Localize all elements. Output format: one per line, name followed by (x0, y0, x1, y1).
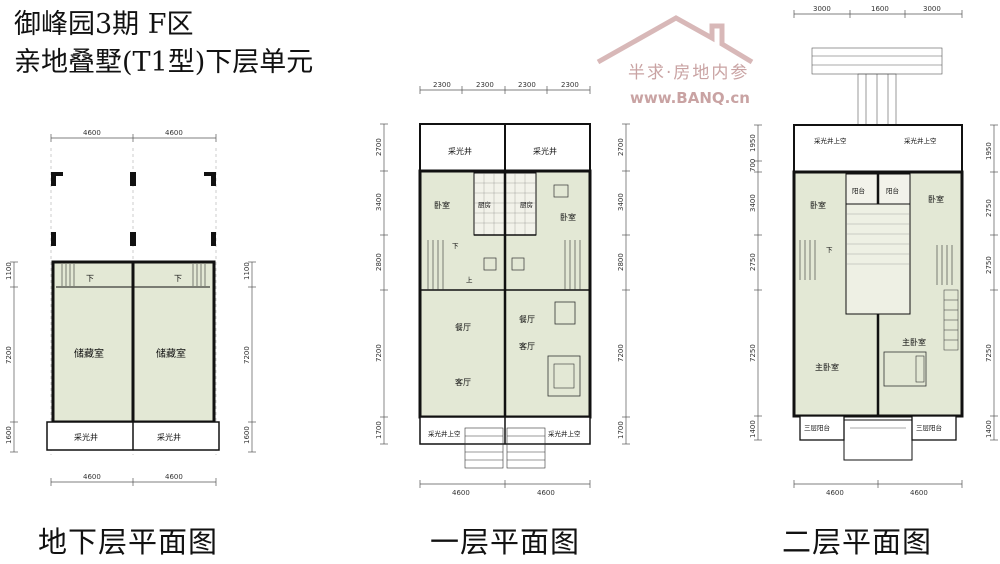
dim-label: 3400 (375, 193, 383, 211)
title-line-2: 亲地叠墅(T1型)下层单元 (14, 47, 314, 78)
dim-label: 2750 (749, 253, 757, 271)
dim-label: 2800 (375, 253, 383, 271)
dim-label: 2700 (375, 138, 383, 156)
room-bay-left: 三层阳台 (804, 423, 830, 432)
dim-label: 4600 (537, 489, 555, 497)
room-light-well-right: 采光井 (157, 432, 181, 442)
sofa (547, 355, 581, 397)
bed (883, 351, 927, 387)
dim-label: 2750 (985, 199, 993, 217)
room-living-left: 客厅 (455, 377, 471, 387)
room-kitchen-left: 厨房 (478, 200, 491, 209)
plan-first-floor: 2300 2300 2300 2300 采光井 采光井 下 上 (375, 81, 630, 497)
watermark-roof-icon (596, 15, 754, 65)
room-light-well-up-right: 采光井上空 (904, 136, 937, 145)
dim-label: 1400 (985, 420, 993, 438)
dim-label: 1400 (749, 420, 757, 438)
room-dining-right: 餐厅 (519, 315, 535, 324)
watermark-brand: 半求·房地内参 (628, 63, 749, 83)
caption-first-floor-plan: 一层平面图 (430, 525, 581, 559)
room-light-well-up-left: 采光井上空 (428, 429, 461, 438)
caption-second-floor-plan: 二层平面图 (782, 525, 933, 559)
dim-label: 1600 (871, 5, 889, 13)
stair-down-label: 下 (174, 274, 182, 283)
dim-label: 4600 (826, 489, 844, 497)
caption-basement-plan: 地下层平面图 (38, 525, 219, 559)
room-balcony-right: 阳台 (886, 186, 899, 195)
dim-label: 7200 (5, 346, 13, 364)
dim-label: 2300 (561, 81, 579, 89)
title-line-1: 御峰园3期 F区 (14, 9, 194, 40)
watermark-url: www.BANQ.cn (630, 89, 750, 107)
dim-label: 7200 (617, 344, 625, 362)
plan-basement: 4600 4600 下 下 储藏室 储藏室 采光井 (5, 129, 256, 486)
room-bedroom-right: 卧室 (560, 212, 576, 222)
dim-label: 1950 (749, 134, 757, 152)
dim-label: 3400 (749, 194, 757, 212)
dim-label: 7250 (749, 344, 757, 362)
room-bedroom-left: 卧室 (434, 200, 450, 210)
room-storage-right: 储藏室 (156, 347, 186, 360)
dim-label: 700 (749, 159, 757, 172)
stair-up-label: 上 (466, 275, 473, 284)
dim-label: 1600 (5, 426, 13, 444)
dim-label: 4600 (83, 473, 101, 481)
plan-second-floor: 3000 1600 3000 采光井上空 采光井上空 阳台 阳台 (749, 5, 998, 497)
room-light-well-left: 采光井 (448, 146, 472, 156)
stair-down-label: 下 (86, 274, 94, 283)
room-storage-left: 储藏室 (74, 347, 104, 360)
dim-label: 4600 (910, 489, 928, 497)
dim-label: 2300 (476, 81, 494, 89)
room-bedroom-right: 卧室 (928, 194, 944, 204)
room-dining-left: 餐厅 (455, 323, 471, 332)
room-kitchen-right: 厨房 (520, 200, 533, 209)
dim-label: 4600 (165, 129, 183, 137)
dim-label: 3400 (617, 193, 625, 211)
dim-label: 1950 (985, 142, 993, 160)
stair-down-label: 下 (826, 246, 833, 254)
room-master-left: 主卧室 (815, 362, 839, 372)
title-block: 御峰园3期 F区 亲地叠墅(T1型)下层单元 (14, 6, 313, 82)
dim-label: 2300 (433, 81, 451, 89)
room-master-right: 主卧室 (902, 337, 926, 347)
dim-label: 3000 (923, 5, 941, 13)
room-bedroom-left: 卧室 (810, 200, 826, 210)
dim-label: 3000 (813, 5, 831, 13)
dim-label: 1700 (617, 421, 625, 439)
dim-label: 1100 (243, 262, 251, 280)
room-light-well-right: 采光井 (533, 146, 557, 156)
dim-label: 4600 (83, 129, 101, 137)
room-living-right: 客厅 (519, 341, 535, 351)
room-light-well-up-left: 采光井上空 (814, 136, 847, 145)
dim-label: 2750 (985, 256, 993, 274)
dim-label: 4600 (452, 489, 470, 497)
room-balcony-left: 阳台 (852, 186, 865, 195)
dim-label: 4600 (165, 473, 183, 481)
room-bay-right: 三层阳台 (916, 423, 942, 432)
dim-label: 1100 (5, 262, 13, 280)
dim-label: 7200 (375, 344, 383, 362)
dim-label: 2300 (518, 81, 536, 89)
dim-label: 1600 (243, 426, 251, 444)
dining-table (554, 301, 576, 325)
dim-label: 7200 (243, 346, 251, 364)
dim-label: 2700 (617, 138, 625, 156)
watermark: 半求·房地内参 www.BANQ.cn (596, 15, 754, 107)
room-light-well-up-right: 采光井上空 (548, 429, 581, 438)
dim-label: 1700 (375, 421, 383, 439)
room-light-well-left: 采光井 (74, 432, 98, 442)
dim-label: 2800 (617, 253, 625, 271)
stair-down-label: 下 (452, 242, 459, 250)
dim-label: 7250 (985, 344, 993, 362)
